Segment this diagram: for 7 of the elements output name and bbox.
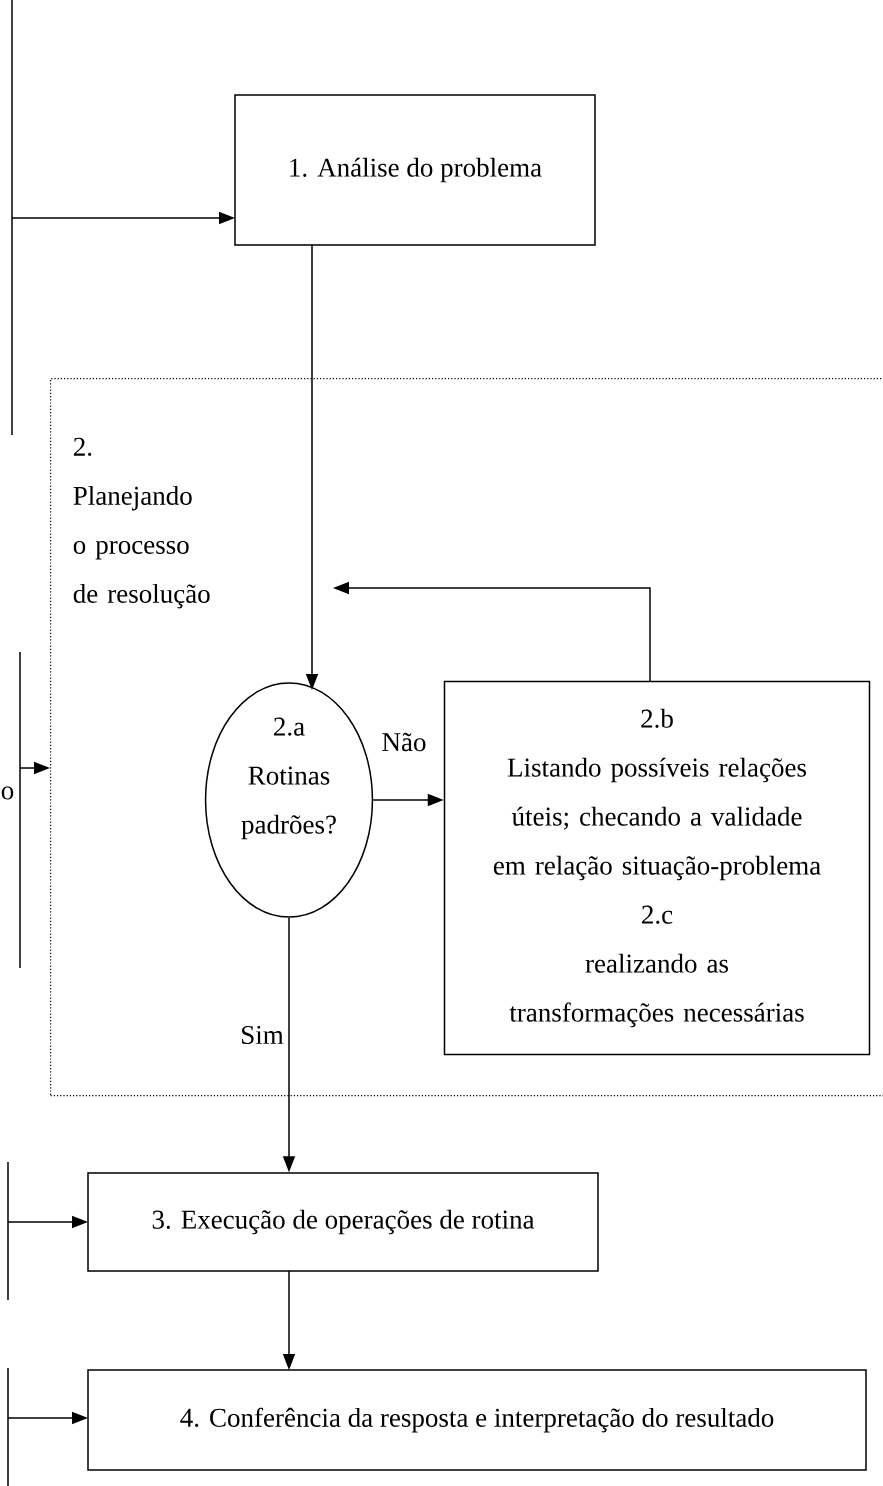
edge-label: Sim	[239, 1024, 285, 1046]
edge-label: Não	[380, 731, 428, 753]
process-box: 4. Conferência da resposta e interpretação do resultado	[87, 1369, 867, 1471]
process-box: 2.b Listando possíveis relações úteis; checando a validade em relação situação-problema 2.c realizando as transformações necessárias	[443, 680, 871, 1056]
process-box: 1. Análise do problema	[234, 94, 596, 246]
cut-off-letter: o	[1, 786, 14, 800]
process-box: 3. Execução de operações de rotina	[87, 1172, 599, 1272]
